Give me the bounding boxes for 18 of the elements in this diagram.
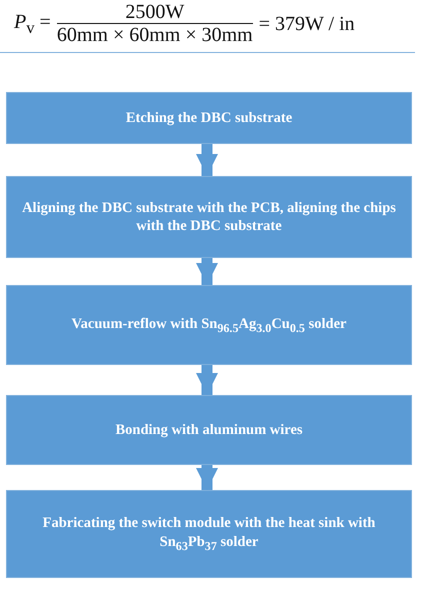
arrow <box>196 258 218 285</box>
step-text: Etching the DBC substrate <box>126 108 292 128</box>
formula-term: P$_{v}$ = <box>14 10 51 38</box>
arrow <box>196 365 218 395</box>
process-box <box>6 285 412 365</box>
step-text: Aligning the DBC substrate with the PCB, aligning the chips with the DBC substrate <box>21 198 397 236</box>
process-box <box>6 92 412 144</box>
process-box <box>6 176 412 258</box>
formula-denominator: 60mm × 60mm × 30mm <box>56 23 253 46</box>
step-text: Bonding with aluminum wires <box>115 420 303 440</box>
step-text: Vacuum-reflow with Sn$_{96.5}$Ag$_{3.0}$Cu$_{0.5}$ solder <box>72 314 346 336</box>
formula-numerator: 2500W <box>125 2 184 23</box>
process-box <box>6 395 412 465</box>
formula-result: = 379W / in <box>258 12 355 36</box>
process-box <box>6 490 412 578</box>
step-text: Fabricating the switch module with the heat sink with Sn$_{63}$Pb$_{37}$ solder <box>42 514 376 554</box>
arrow <box>196 144 218 176</box>
arrow <box>196 465 218 490</box>
